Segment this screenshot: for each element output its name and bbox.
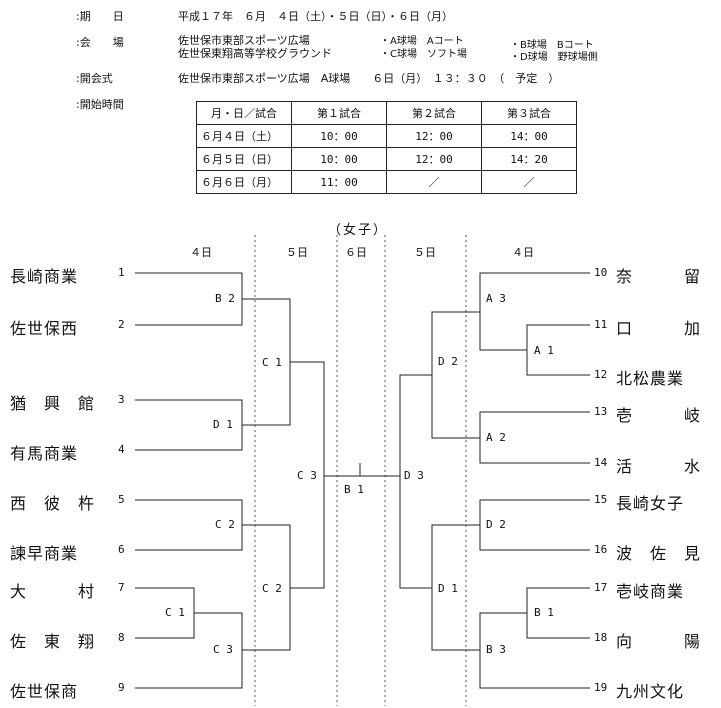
day-label: ４日 <box>512 246 534 259</box>
schedule-cell: ６月５日（日） <box>196 147 292 171</box>
team-name: 北松農業 <box>616 369 685 388</box>
schedule-cell: 12：00 <box>386 124 482 148</box>
schedule-cell: ６月４日（土） <box>196 124 292 148</box>
team-number: 13 <box>594 405 608 418</box>
venue-a: ・A球場 Aコート <box>380 36 464 47</box>
schedule-table: 月・日／試合 第１試合 第２試合 第３試合 ６月４日（土） 10：00 12：0… <box>196 101 577 194</box>
schedule-cell: ６月６日（月） <box>196 170 292 194</box>
day-label: ５日 <box>286 246 308 259</box>
team-name: 西 彼 杵 <box>10 494 96 513</box>
day-label: ５日 <box>414 246 436 259</box>
team-name: 有馬商業 <box>10 444 79 463</box>
match-label: D 1 <box>213 418 233 431</box>
venue-line-2: 佐世保東翔高等学校グラウンド <box>178 47 332 60</box>
schedule-cell: ／ <box>386 170 482 194</box>
schedule-row: ６月６日（月） 11：00 ／ ／ <box>196 170 577 194</box>
schedule-cell: 14：20 <box>481 147 577 171</box>
team-number: 14 <box>594 456 608 469</box>
team-name: 活 水 <box>616 457 702 476</box>
team-name: 佐世保西 <box>10 319 79 338</box>
match-label: B 1 <box>534 606 554 619</box>
team-number: 9 <box>118 681 125 694</box>
team-number: 4 <box>118 443 125 456</box>
match-label: C 1 <box>165 606 185 619</box>
team-name: 奈 留 <box>616 267 702 286</box>
period-value: 平成１７年 ６月 ４日（土）・５日（日）・６日（月） <box>178 10 453 23</box>
match-label: D 1 <box>438 582 458 595</box>
team-number: 2 <box>118 318 125 331</box>
day-label: ６日 <box>345 246 367 259</box>
match-label: B 1 <box>344 483 364 496</box>
bracket-title: （女子） <box>328 223 389 238</box>
team-number: 11 <box>594 318 608 331</box>
opening-value: 佐世保市東部スポーツ広場 A球場 ６日（月） １３：３０ （ 予定 ） <box>178 72 560 85</box>
schedule-row: ６月５日（日） 10：00 12：00 14：20 <box>196 147 577 171</box>
venue-b: ・B球場 Bコート <box>510 40 594 51</box>
team-name: 口 加 <box>616 319 702 338</box>
match-label: C 2 <box>215 518 235 531</box>
schedule-header: 月・日／試合 <box>196 101 292 125</box>
opening-label: :開会式 <box>76 72 113 85</box>
team-number: 10 <box>594 266 608 279</box>
match-label: C 3 <box>213 643 233 656</box>
team-number: 15 <box>594 493 608 506</box>
schedule-cell: 10：00 <box>291 124 387 148</box>
team-number: 3 <box>118 393 125 406</box>
match-label: C 3 <box>297 469 317 482</box>
team-name: 長崎商業 <box>10 267 79 286</box>
match-label: D 2 <box>486 518 506 531</box>
schedule-cell: ／ <box>481 170 577 194</box>
team-number: 1 <box>118 266 125 279</box>
team-number: 7 <box>118 581 125 594</box>
venue-label: :会 場 <box>76 36 124 49</box>
team-name: 波 佐 見 <box>616 544 702 563</box>
schedule-cell: 12：00 <box>386 147 482 171</box>
team-name: 猶 興 館 <box>10 394 96 413</box>
schedule-cell: 11：00 <box>291 170 387 194</box>
match-label: C 1 <box>262 356 282 369</box>
team-name: 諫早商業 <box>10 544 79 563</box>
schedule-row: ６月４日（土） 10：00 12：00 14：00 <box>196 124 577 148</box>
team-name: 大 村 <box>10 582 96 601</box>
team-number: 6 <box>118 543 125 556</box>
match-label: A 1 <box>534 344 554 357</box>
team-number: 18 <box>594 631 608 644</box>
match-label: B 3 <box>486 643 506 656</box>
team-number: 8 <box>118 631 125 644</box>
team-number: 5 <box>118 493 125 506</box>
period-label: :期 日 <box>76 10 124 23</box>
day-label: ４日 <box>190 246 212 259</box>
team-number: 16 <box>594 543 608 556</box>
schedule-header-row: 月・日／試合 第１試合 第２試合 第３試合 <box>196 101 577 125</box>
team-name: 壱 岐 <box>616 406 702 425</box>
match-label: D 3 <box>404 469 424 482</box>
venue-d: ・D球場 野球場側 <box>510 52 598 63</box>
team-name: 佐世保商 <box>10 682 79 701</box>
team-number: 19 <box>594 681 608 694</box>
schedule-cell: 10：00 <box>291 147 387 171</box>
team-name: 九州文化 <box>616 682 685 701</box>
team-name: 長崎女子 <box>616 494 685 513</box>
match-label: D 2 <box>438 355 458 368</box>
match-label: A 2 <box>486 431 506 444</box>
match-label: C 2 <box>262 582 282 595</box>
team-name: 壱岐商業 <box>616 582 685 601</box>
team-name: 向 陽 <box>616 632 702 651</box>
team-number: 17 <box>594 581 608 594</box>
match-label: B 2 <box>215 292 235 305</box>
start-time-label: :開始時間 <box>76 98 124 111</box>
team-name: 佐 東 翔 <box>10 632 96 651</box>
venue-line-1: 佐世保市東部スポーツ広場 <box>178 34 310 47</box>
match-label: A 3 <box>486 292 506 305</box>
team-number: 12 <box>594 368 608 381</box>
schedule-header: 第２試合 <box>386 101 482 125</box>
venue-c: ・C球場 ソフト場 <box>380 49 467 60</box>
